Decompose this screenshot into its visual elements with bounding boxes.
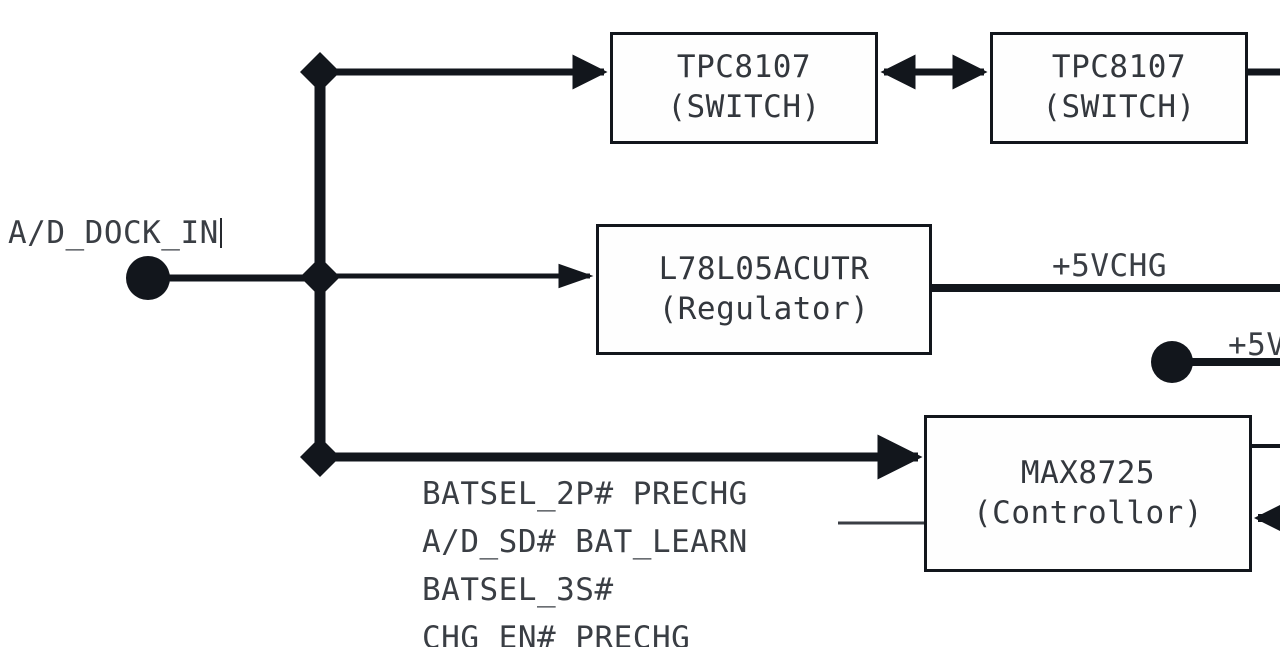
block-part-number: L78L05ACUTR [658,250,870,287]
block-part-number: MAX8725 [1020,454,1156,491]
net-label-plus5v: +5V [1228,327,1280,363]
net-label-text: +5V [1228,327,1280,363]
text-caret [219,218,222,248]
block-function-label: (Controllor) [973,494,1203,531]
block-function-label: (SWITCH) [667,89,821,125]
controller-signal-list: BATSEL_2P# PRECHG A/D_SD# BAT_LEARN BATS… [422,470,748,647]
net-label-text: A/D_DOCK_IN [8,215,219,251]
plus5v-terminal [1151,341,1193,383]
block-max8725-controller[interactable]: MAX8725 (Controllor) [924,415,1252,572]
block-part-number: TPC8107 [1051,49,1187,86]
bus-junction-top [300,52,340,92]
bus-junction-mid [300,257,340,297]
dock-in-terminal [126,256,170,300]
signal-row: BATSEL_2P# PRECHG [422,476,748,512]
bus-junction-bottom [300,437,340,477]
block-part-number: TPC8107 [676,49,812,86]
block-tpc8107-switch-2[interactable]: TPC8107 (SWITCH) [990,32,1248,144]
signal-row: BATSEL_3S# [422,572,614,608]
net-label-text: +5VCHG [1052,248,1167,284]
block-l78l05acutr-regulator[interactable]: L78L05ACUTR (Regulator) [596,224,932,355]
block-function-label: (SWITCH) [1042,89,1196,125]
net-label-ad-dock-in: A/D_DOCK_IN [8,215,222,251]
signal-row: CHG_EN# PRECHG [422,620,691,647]
signal-row: A/D_SD# BAT_LEARN [422,524,748,560]
block-function-label: (Regulator) [658,290,870,327]
net-label-plus5vchg: +5VCHG [1052,248,1167,284]
block-tpc8107-switch-1[interactable]: TPC8107 (SWITCH) [610,32,878,144]
